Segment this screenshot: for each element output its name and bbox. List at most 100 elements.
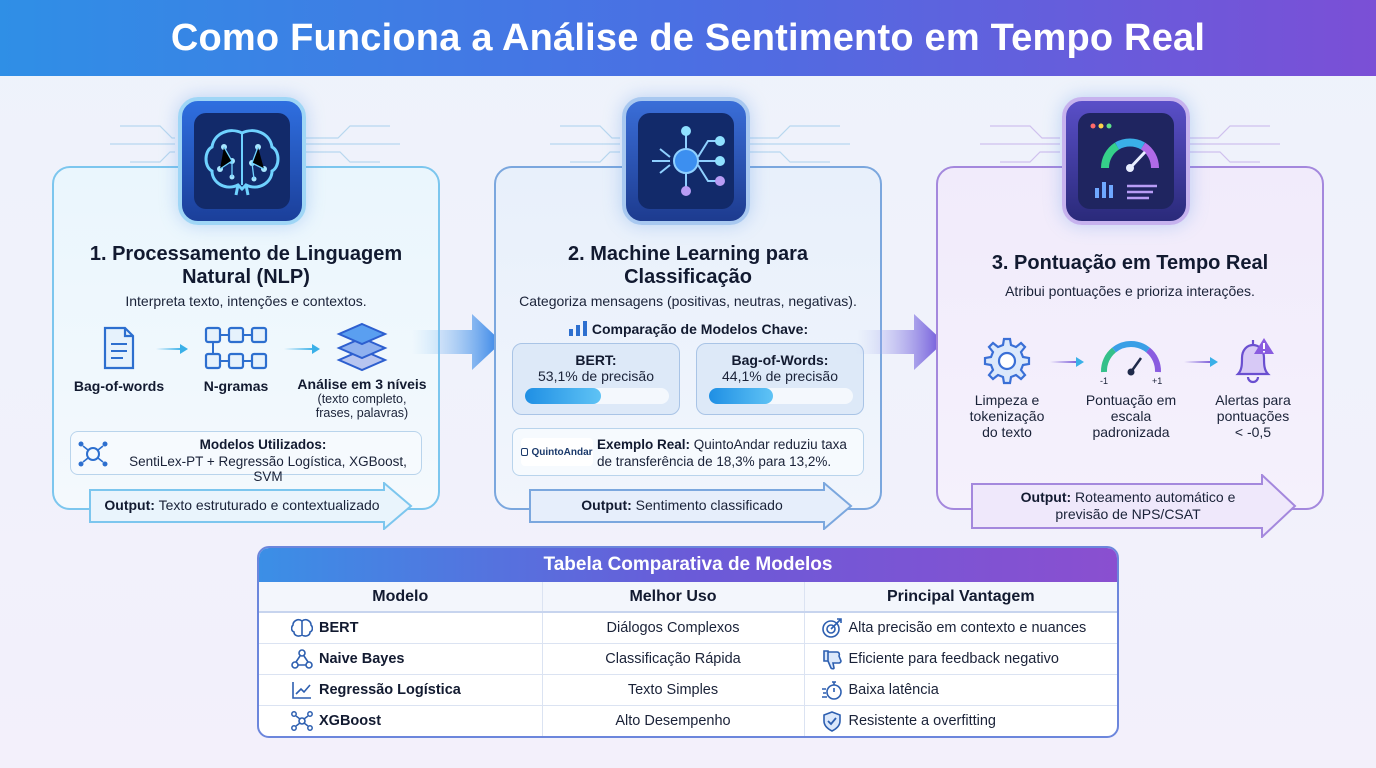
table-title: Tabela Comparativa de Modelos: [259, 548, 1117, 582]
advantage-text: Baixa latência: [848, 681, 939, 698]
brain-icon-box: [178, 97, 306, 225]
step-three-levels: Análise em 3 níveis (texto completo, fra…: [292, 320, 432, 420]
alert-bell-icon: [1235, 338, 1274, 384]
output-arrow-shape: [89, 482, 413, 530]
model-cell: Naive Bayes: [259, 643, 543, 675]
model-name: Regressão Logística: [319, 681, 461, 698]
use-cell: Texto Simples: [542, 674, 805, 706]
step-arrow: [1050, 357, 1084, 367]
panel3-subtitle: Atribui pontuações e prioriza interações…: [1005, 283, 1255, 299]
circuit-network-icon: [78, 441, 108, 467]
target-icon: [821, 617, 842, 638]
step-line: escala: [1110, 408, 1152, 424]
flow-arrow-2-to-3: [856, 314, 944, 370]
panel1-title-line1: 1. Processamento de Linguagem: [89, 243, 403, 265]
advantage-cell: Alta precisão em contexto e nuances: [804, 612, 1117, 644]
comparison-table: Tabela Comparativa de Modelos Modelo Mel…: [257, 546, 1119, 738]
example-text: Exemplo Real: QuintoAndar reduziu taxa d…: [597, 436, 861, 470]
trend-chart-icon: [292, 681, 311, 699]
document-icon: [103, 326, 135, 370]
step-label: Bag-of-words: [73, 378, 165, 394]
step-sub: frases, palavras): [315, 406, 409, 420]
metric-bag-of-words: Bag-of-Words: 44,1% de precisão: [696, 343, 864, 415]
output-value: Texto estruturado e contextualizado: [158, 497, 380, 513]
column-header-use: Melhor Uso: [542, 582, 805, 613]
metric-bert: BERT: 53,1% de precisão: [512, 343, 680, 415]
tree-nodes-icon: [291, 710, 313, 731]
step-line: padronizada: [1092, 424, 1170, 440]
models-used-text: SentiLex-PT + Regressão Logística, XGBoo…: [129, 454, 407, 484]
real-example-box: QuintoAndar Exemplo Real: QuintoAndar re…: [512, 428, 864, 476]
step-arrow: [156, 344, 188, 354]
network-icon: [291, 648, 313, 669]
output-arrow-shape: [529, 482, 853, 530]
advantage-text: Resistente a overfitting: [848, 712, 997, 729]
table-row: Naive Bayes Classificação Rápida Eficien…: [259, 643, 1117, 675]
step-line: < -0,5: [1234, 424, 1272, 440]
brain-icon: [204, 129, 280, 196]
house-icon: [521, 448, 529, 456]
model-cell: Regressão Logística: [259, 674, 543, 706]
table-row: XGBoost Alto Desempenho Resistente a ove…: [259, 705, 1117, 736]
panel1-title: 1. Processamento de Linguagem Natural (N…: [52, 243, 440, 289]
step-line: tokenização: [969, 408, 1045, 424]
metric-bar-track: [709, 388, 853, 404]
advantage-text: Eficiente para feedback negativo: [848, 650, 1059, 667]
panel2-title-line2: Classificação: [624, 266, 752, 288]
table-header-row: Modelo Melhor Uso Principal Vantagem: [259, 582, 1117, 613]
step-label: N-gramas: [203, 378, 269, 394]
metric-name: BERT:: [575, 352, 617, 368]
step-ngrams: N-gramas: [186, 324, 286, 394]
brain-icon: [291, 618, 313, 637]
panel1-subtitle: Interpreta texto, intenções e contextos.: [125, 293, 367, 309]
table-row: Regressão Logística Texto Simples Baixa …: [259, 674, 1117, 706]
metric-bar-track: [525, 388, 669, 404]
step-bag-of-words: Bag-of-words: [68, 324, 170, 394]
output-label: Output:: [581, 497, 632, 513]
quintoandar-logo: QuintoAndar: [521, 438, 593, 466]
output-arrow-3: Output: Roteamento automático e previsão…: [970, 474, 1298, 538]
shield-check-icon: [822, 710, 841, 732]
dashboard-icon-box: [1062, 97, 1190, 225]
bar-chart-icon: [568, 321, 587, 336]
column-header-model: Modelo: [259, 582, 543, 613]
panel2-title-line1: 2. Machine Learning para: [567, 243, 809, 265]
classification-network-icon: [652, 126, 725, 196]
advantage-cell: Baixa latência: [804, 674, 1117, 706]
advantage-cell: Eficiente para feedback negativo: [804, 643, 1117, 675]
layers-icon: [336, 322, 388, 372]
output-text-1: Output: Texto estruturado e contextualiz…: [92, 497, 392, 514]
use-cell: Classificação Rápida: [542, 643, 805, 675]
example-label: Exemplo Real:: [597, 437, 691, 452]
output-value: Roteamento automático e: [1075, 489, 1236, 505]
comparison-heading: Comparação de Modelos Chave:: [494, 320, 882, 337]
step-line: Pontuação em: [1085, 392, 1177, 408]
model-name: Naive Bayes: [319, 650, 405, 667]
metric-name: Bag-of-Words:: [731, 352, 829, 368]
metric-value: 44,1% de precisão: [722, 368, 838, 384]
stopwatch-icon: [821, 680, 842, 700]
step-line: do texto: [982, 424, 1032, 440]
metric-bar-fill: [709, 388, 773, 404]
table-row: BERT Diálogos Complexos Alta precisão em…: [259, 612, 1117, 644]
step-cleaning: Limpeza e tokenização do texto: [952, 336, 1062, 440]
step-standard-score: -1 +1 Pontuação em escala padronizada: [1076, 336, 1186, 440]
model-cell: XGBoost: [259, 705, 543, 736]
page-title: Como Funciona a Análise de Sentimento em…: [170, 16, 1206, 59]
step-sub: (texto completo,: [317, 392, 407, 406]
output-label: Output:: [1020, 489, 1072, 505]
step-line: Alertas para: [1215, 392, 1291, 408]
step-arrow: [1184, 357, 1218, 367]
output-text-3: Output: Roteamento automático e previsão…: [978, 489, 1278, 523]
gauge-max-label: +1: [1152, 376, 1162, 386]
ngram-nodes-icon: [204, 326, 268, 370]
advantage-cell: Resistente a overfitting: [804, 705, 1117, 736]
gauge-icon: -1 +1: [1100, 341, 1162, 386]
example-line1: QuintoAndar reduziu taxa: [693, 437, 847, 452]
thumbs-down-icon: [822, 649, 842, 670]
gauge-min-label: -1: [1100, 376, 1108, 386]
panel2-title: 2. Machine Learning para Classificação: [494, 243, 882, 289]
output-arrow-1: Output: Texto estruturado e contextualiz…: [88, 482, 414, 530]
step-arrow: [284, 344, 320, 354]
panel2-subtitle: Categoriza mensagens (positivas, neutras…: [519, 293, 857, 309]
